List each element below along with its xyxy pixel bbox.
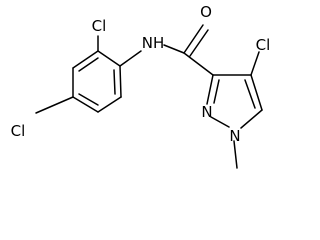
atom-label-cl-pyrazole: Cl (256, 36, 271, 54)
atom-label-pyrazole-n2: N (201, 103, 212, 121)
bond-pyrazole-c4-c5 (250, 74, 263, 111)
bond-carbonyl-o-1 (183, 24, 204, 54)
atom-label-layer: Cl Cl NH O Cl N N (11, 3, 271, 145)
bond-pyrazole-c3-n2 (206, 74, 214, 105)
atom-label-carbonyl-o: O (200, 3, 212, 21)
bond-pyrazole-c5-n1 (240, 109, 263, 129)
bond-n-carbonyl (163, 44, 185, 54)
bond-ring-6 (119, 65, 122, 98)
bond-ring-n (119, 50, 142, 67)
bond-n1-methyl (233, 140, 238, 169)
bond-layer (35, 24, 263, 169)
bond-ring-1 (97, 50, 121, 67)
bond-carbonyl-o-2 (189, 29, 209, 57)
bond-pyrazole-n2-n1 (210, 116, 230, 128)
molecule-structure: Cl Cl NH O Cl N N (11, 3, 271, 169)
atom-label-pyrazole-n1: N (229, 127, 240, 145)
bond-ring-cl-para (35, 96, 74, 114)
bond-ring-2 (72, 50, 99, 69)
bond-ring-5 (97, 96, 122, 113)
bond-ring-4-inner (78, 93, 99, 106)
atom-label-cl-para: Cl (11, 122, 26, 140)
bond-ring-6-inner (113, 69, 116, 95)
bond-carbonyl-pyrazole (183, 52, 214, 76)
bond-ring-4 (72, 96, 99, 113)
bond-ring-2-inner (78, 57, 99, 72)
atom-label-cl-ortho: Cl (92, 17, 107, 35)
bond-pyrazole-c3-n2-inner (213, 79, 220, 104)
bond-pyrazole-c4-cl (250, 51, 260, 76)
bond-pyrazole-c4-c5-inner (244, 79, 256, 109)
atom-label-amide-nh: NH (142, 34, 165, 52)
